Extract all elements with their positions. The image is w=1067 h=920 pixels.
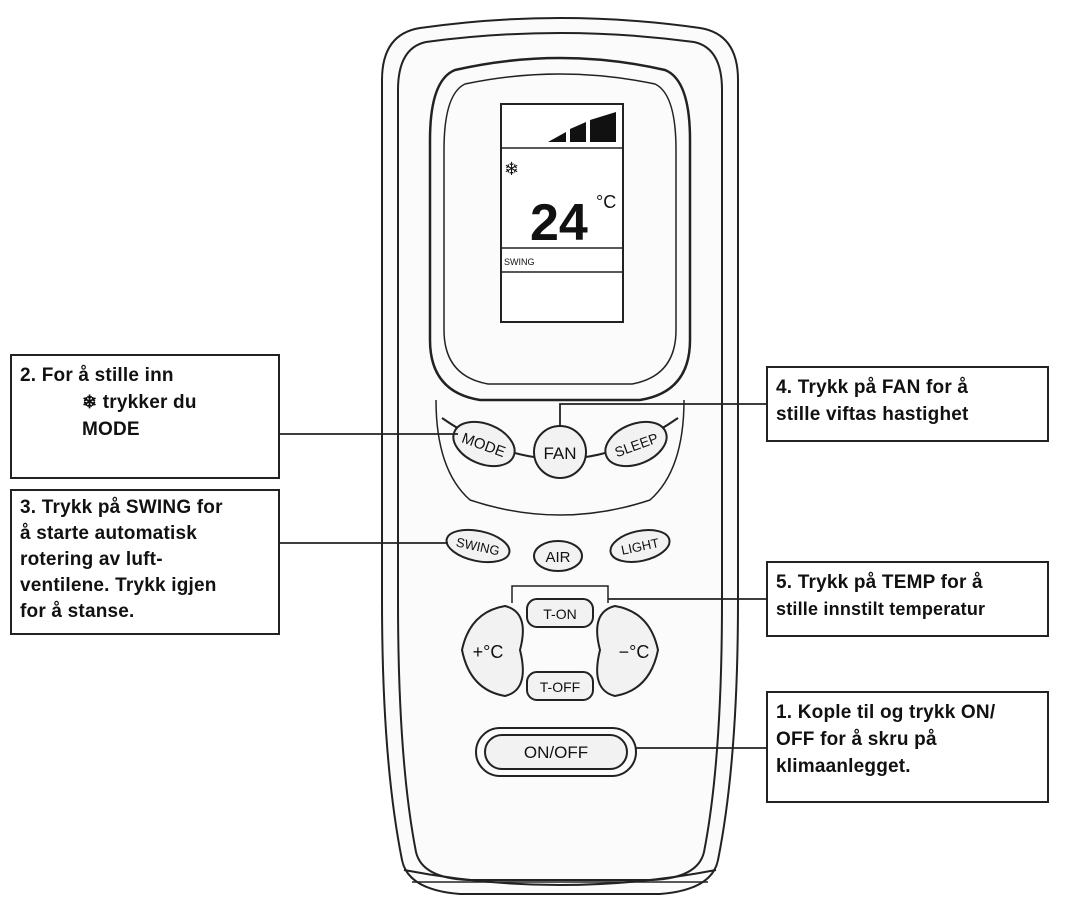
temperature-unit: °C	[596, 192, 616, 212]
svg-text:FAN: FAN	[543, 444, 576, 463]
lcd-display: ❄ 24 °C SWING	[500, 103, 624, 323]
on-off-button[interactable]: ON/OFF	[475, 727, 637, 777]
callout-swing-line: 3. Trykk på SWING for	[20, 497, 223, 518]
t-off-button[interactable]: T-OFF	[526, 671, 594, 701]
cool-mode-icon: ❄	[82, 392, 98, 412]
callout-temp-line: stille innstilt temperatur	[776, 599, 986, 619]
callout-temp-line: 5. Trykk på TEMP for å	[776, 572, 983, 593]
callout-mode-line3: MODE	[82, 419, 140, 440]
callout-swing: 3. Trykk på SWING for å starte automatis…	[10, 489, 280, 635]
mode-button[interactable]: MODE	[447, 413, 521, 474]
temp-cluster	[511, 585, 609, 603]
callout-swing-line: å starte automatisk	[20, 523, 197, 544]
temp-up-button[interactable]: +°C	[460, 604, 524, 698]
svg-text:+°C: +°C	[473, 642, 504, 662]
swing-button[interactable]: SWING	[444, 525, 513, 568]
leader-lines	[280, 403, 766, 749]
svg-text:T-OFF: T-OFF	[540, 679, 580, 695]
temperature-readout: 24	[530, 194, 588, 252]
callout-mode-line1: 2. For å stille inn	[20, 365, 174, 386]
callout-onoff-line: OFF for å skru på	[776, 729, 937, 750]
callout-onoff: 1. Kople til og trykk ON/ OFF for å skru…	[766, 691, 1049, 803]
callout-onoff-line: klimaanlegget.	[776, 756, 911, 777]
callout-temp: 5. Trykk på TEMP for å stille innstilt t…	[766, 561, 1049, 637]
fan-speed-bars-icon	[548, 112, 616, 142]
swing-indicator: SWING	[504, 257, 535, 267]
callout-swing-line: for å stanse.	[20, 601, 135, 622]
sleep-button[interactable]: SLEEP	[599, 413, 673, 474]
svg-text:T-ON: T-ON	[543, 606, 576, 622]
t-on-button[interactable]: T-ON	[526, 598, 594, 628]
leader-fan	[559, 403, 766, 426]
svg-text:ON/OFF: ON/OFF	[524, 743, 588, 762]
callout-fan-line: 4. Trykk på FAN for å	[776, 377, 969, 398]
light-button[interactable]: LIGHT	[608, 525, 673, 567]
callout-swing-line: ventilene. Trykk igjen	[20, 575, 217, 596]
svg-text:AIR: AIR	[545, 549, 570, 566]
svg-text:−°C: −°C	[619, 642, 650, 662]
callout-fan: 4. Trykk på FAN for å stille viftas hast…	[766, 366, 1049, 442]
temp-down-button[interactable]: −°C	[596, 604, 660, 698]
air-button[interactable]: AIR	[533, 540, 583, 572]
callout-onoff-line: 1. Kople til og trykk ON/	[776, 702, 996, 723]
callout-mode-line2: trykker du	[102, 392, 197, 413]
cool-mode-icon: ❄	[504, 159, 519, 179]
callout-swing-line: rotering av luft-	[20, 549, 163, 570]
callout-fan-line: stille viftas hastighet	[776, 404, 969, 425]
callout-mode: 2. For å stille inn ❄ trykker du MODE	[10, 354, 280, 479]
fan-button[interactable]: FAN	[533, 425, 587, 479]
